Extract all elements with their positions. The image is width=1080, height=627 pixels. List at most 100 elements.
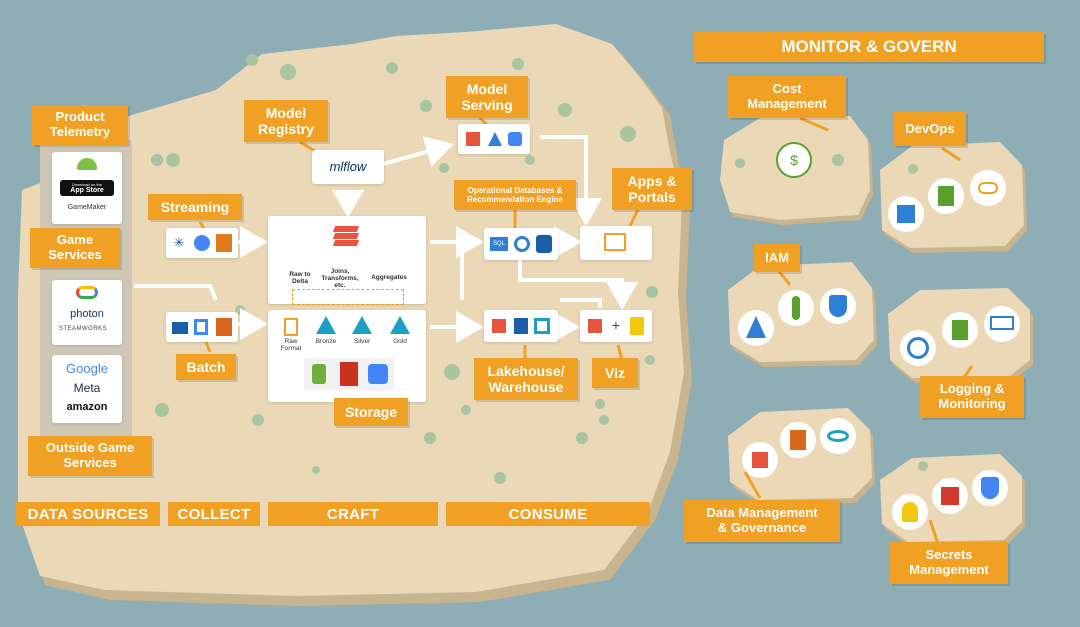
gold-label: Gold	[393, 338, 407, 345]
keyvault-icon	[892, 494, 928, 530]
devops-tag: DevOps	[894, 112, 966, 146]
silver-label: Silver	[353, 338, 371, 345]
cloud-icon	[970, 170, 1006, 206]
s3-icon	[340, 362, 358, 386]
tag-line2: Telemetry	[49, 124, 111, 139]
tag-line1: Lakehouse/	[487, 362, 565, 379]
craft-band: CRAFT	[268, 502, 438, 526]
photon-logo: photon	[70, 308, 104, 320]
tag-line2: & Governance	[717, 520, 807, 535]
consume-band: CONSUME	[446, 502, 650, 526]
tag-line2: Services	[48, 247, 102, 262]
powerbi-icon	[630, 317, 644, 335]
tag-line1: Logging &	[939, 381, 1005, 397]
amazon-logo: amazon	[66, 401, 108, 413]
vertex-icon	[508, 132, 522, 146]
data-management-tag: Data Management& Governance	[684, 500, 840, 542]
gamemaker-logo: GameMaker	[67, 204, 107, 211]
gold-icon	[390, 316, 410, 334]
tag-text: Storage	[344, 403, 398, 420]
mlflow-logo: mlflow	[329, 159, 367, 174]
azure-devops-icon	[888, 196, 924, 232]
kinesis-icon	[216, 234, 232, 252]
tag-text: Streaming	[160, 198, 230, 215]
raw-to-delta-line2: Delta	[292, 278, 308, 286]
tag-text: IAM	[765, 249, 789, 265]
tag-line2: Monitoring	[938, 396, 1006, 411]
operational-db-card: SQL	[484, 228, 558, 260]
gauge-icon	[900, 330, 936, 366]
viz-tag: Viz	[592, 358, 638, 388]
google-logo: Google	[66, 361, 108, 376]
lake-formation-icon	[780, 422, 816, 458]
delta-dashed-box	[292, 289, 404, 305]
tag-line1: Game	[56, 232, 94, 248]
lakehouse-card	[484, 310, 558, 342]
raw-format-icon	[284, 318, 298, 336]
storage-tag: Storage	[334, 398, 408, 426]
aad-icon	[738, 310, 774, 346]
unity-catalog-icon	[742, 442, 778, 478]
tag-line1: Apps &	[627, 172, 677, 189]
tag-line1: Model	[265, 104, 307, 121]
app-store-badge: Download on the App Store	[60, 180, 114, 196]
tag-line2: Serving	[461, 97, 513, 113]
databricks-icon	[466, 132, 480, 146]
app-store-text: App Store	[70, 187, 104, 194]
cosmos-icon	[514, 236, 530, 252]
streaming-tag: Streaming	[148, 194, 242, 220]
meta-logo: Meta	[73, 381, 101, 395]
cloudwatch-icon	[942, 312, 978, 348]
band-text: CRAFT	[326, 505, 380, 523]
kafka-icon: ✳	[173, 235, 185, 250]
android-icon	[77, 158, 97, 170]
secrets-manager-icon	[932, 478, 968, 514]
dynamodb-icon	[536, 235, 552, 253]
joins-line2: Transforms,	[321, 275, 359, 283]
lakehouse-tag: Lakehouse/Warehouse	[474, 358, 578, 400]
app-store-small-text: Download on the	[71, 182, 103, 187]
tag-line2: Management	[909, 562, 989, 577]
databricks-icon	[492, 319, 506, 333]
monitor-govern-text: MONITOR & GOVERN	[781, 37, 957, 57]
joins-line1: Joins,	[330, 268, 350, 275]
band-text: COLLECT	[177, 505, 251, 523]
mlflow-card: mlflow	[312, 150, 384, 184]
band-text: DATA SOURCES	[27, 505, 149, 523]
key-icon	[778, 290, 814, 326]
band-text: CONSUME	[508, 505, 588, 523]
tag-line1: Operational Databases &	[467, 185, 563, 195]
aws-glue-icon	[216, 318, 232, 336]
tag-text: Viz	[605, 364, 625, 381]
devices-icon	[604, 233, 626, 251]
operational-db-tag: Operational Databases &Recommendation En…	[454, 180, 576, 210]
google-cloud-icon	[76, 286, 98, 299]
collect-band: COLLECT	[168, 502, 260, 526]
tag-line2: Management	[747, 96, 827, 111]
tag-line1: Product	[55, 109, 105, 125]
factory-icon	[172, 322, 188, 334]
aggregates-label: Aggregates	[371, 274, 407, 281]
tag-line1: Cost	[772, 81, 802, 97]
steamworks-logo: STEAMWORKS	[58, 326, 108, 332]
viz-card: +	[580, 310, 652, 342]
model-serving-card	[458, 124, 530, 154]
bigquery-icon	[534, 318, 550, 334]
tag-line2: Warehouse	[488, 379, 564, 395]
tag-line2: Services	[63, 455, 117, 470]
game-services-card: photon STEAMWORKS	[52, 280, 122, 345]
storage-icons-row	[304, 358, 394, 390]
adls-icon	[312, 364, 326, 384]
databricks-icon	[332, 226, 360, 246]
tag-line2: Portals	[628, 189, 676, 205]
tag-text: DevOps	[905, 120, 955, 136]
synapse-icon	[514, 318, 528, 334]
